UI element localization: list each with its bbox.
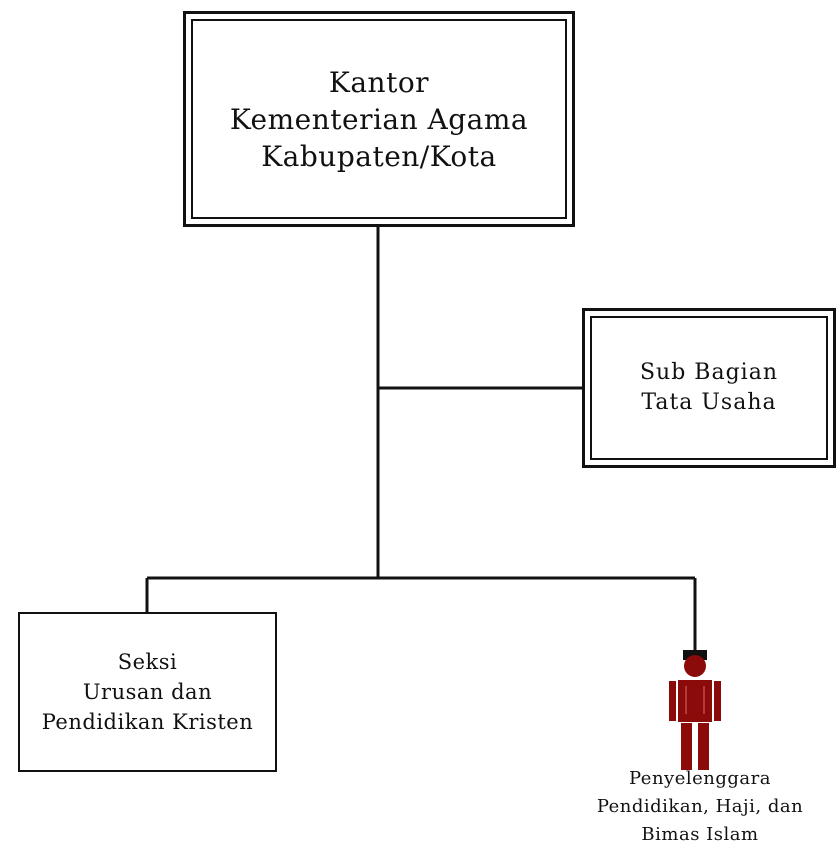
person-left-arm [669, 681, 676, 721]
head-office-line-3: Kabupaten/Kota [261, 139, 497, 173]
section-line-1: Seksi [117, 650, 178, 674]
person-right-arm [714, 681, 721, 721]
sub-division-inner-border [590, 316, 828, 460]
head-office-box: Kantor Kementerian Agama Kabupaten/Kota [183, 11, 575, 227]
head-office-line-2: Kementerian Agama [229, 102, 529, 136]
head-office-line-1: Kantor [328, 65, 430, 99]
head-office-inner-border [191, 19, 567, 219]
sub-division-line-2: Tata Usaha [641, 390, 777, 415]
head-office-label: Kantor Kementerian Agama Kabupaten/Kota [230, 64, 528, 175]
person-left-leg [681, 723, 692, 770]
staff-line-1: Penyelenggara [629, 768, 771, 789]
staff-line-2: Pendidikan, Haji, dan [596, 796, 804, 817]
section-line-3: Pendidikan Kristen [41, 710, 254, 734]
section-line-2: Urusan dan [82, 680, 213, 704]
section-label: Seksi Urusan dan Pendidikan Kristen [42, 647, 254, 737]
section-box: Seksi Urusan dan Pendidikan Kristen [18, 612, 277, 772]
person-icon [669, 650, 721, 770]
person-head [684, 655, 706, 677]
staff-line-3: Bimas Islam [641, 824, 759, 845]
sub-division-label: Sub Bagian Tata Usaha [640, 358, 778, 418]
sub-division-line-1: Sub Bagian [639, 360, 778, 385]
staff-label: Penyelenggara Pendidikan, Haji, dan Bima… [568, 765, 832, 849]
person-right-leg [698, 723, 709, 770]
sub-division-box: Sub Bagian Tata Usaha [582, 308, 836, 468]
person-torso [678, 680, 712, 722]
